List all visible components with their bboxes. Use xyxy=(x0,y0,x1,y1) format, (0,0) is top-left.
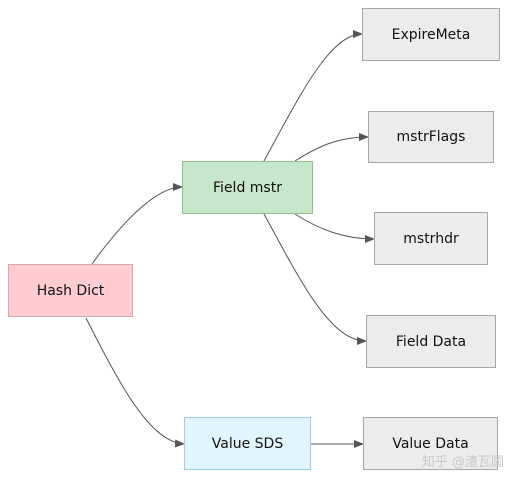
node-expire-meta: ExpireMeta xyxy=(362,8,500,61)
node-field-mstr: Field mstr xyxy=(182,161,313,214)
watermark: 知乎 @渣瓦圖 xyxy=(421,455,504,470)
node-mstrhdr-label: mstrhdr xyxy=(403,230,459,247)
node-field-data: Field Data xyxy=(366,315,496,368)
node-field-mstr-label: Field mstr xyxy=(213,179,282,196)
node-value-data-label: Value Data xyxy=(392,435,469,452)
node-hash-dict-label: Hash Dict xyxy=(36,282,105,299)
node-value-sds-label: Value SDS xyxy=(211,435,284,452)
node-value-sds: Value SDS xyxy=(184,417,311,470)
node-mstrhdr: mstrhdr xyxy=(374,212,488,265)
edge-field-to-mstrhdr xyxy=(294,213,375,243)
edge-field-to-fielddata xyxy=(263,213,367,345)
node-hash-dict: Hash Dict xyxy=(8,264,133,317)
node-expire-meta-label: ExpireMeta xyxy=(391,26,471,43)
node-mstr-flags: mstrFlags xyxy=(368,111,494,163)
edge-hash-to-field xyxy=(91,183,183,265)
edge-field-to-expiremeta xyxy=(263,30,363,162)
node-value-data: Value Data xyxy=(363,417,498,470)
edge-field-to-mstrflags xyxy=(294,133,369,162)
node-mstr-flags-label: mstrFlags xyxy=(396,129,466,145)
node-field-data-label: Field Data xyxy=(395,333,467,350)
edge-hash-to-value xyxy=(85,317,185,448)
